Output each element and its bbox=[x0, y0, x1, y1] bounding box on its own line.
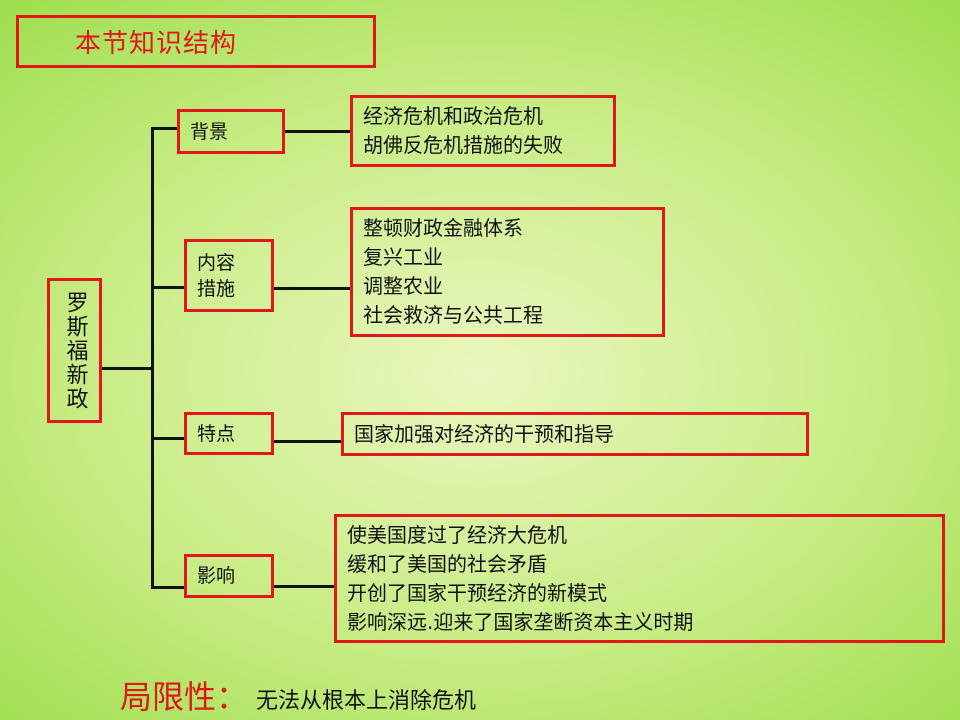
detail-item: 使美国度过了经济大危机 bbox=[347, 522, 567, 547]
category-impact: 影响 bbox=[184, 554, 274, 598]
detail-measures: 整顿财政金融体系 复兴工业 调整农业 社会救济与公共工程 bbox=[350, 207, 665, 337]
branch-line-background bbox=[151, 127, 177, 130]
detail-item: 缓和了美国的社会矛盾 bbox=[347, 551, 547, 576]
detail-line-measures bbox=[274, 287, 350, 290]
detail-item: 调整农业 bbox=[363, 274, 443, 298]
branch-line-features bbox=[151, 437, 184, 440]
category-features-label: 特点 bbox=[197, 422, 236, 445]
limitation-text: 无法从根本上消除危机 bbox=[256, 689, 477, 714]
root-label: 罗斯福新政 bbox=[62, 290, 88, 411]
limitation-row: 局限性： 无法从根本上消除危机 bbox=[120, 672, 476, 718]
category-background-label: 背景 bbox=[190, 120, 229, 143]
category-measures: 内容 措施 bbox=[184, 239, 274, 312]
category-measures-line-1: 内容 bbox=[197, 251, 236, 274]
trunk-line bbox=[151, 127, 154, 589]
branch-line-impact bbox=[151, 586, 184, 589]
category-features: 特点 bbox=[184, 412, 274, 455]
root-node: 罗斯福新政 bbox=[47, 278, 102, 423]
detail-item: 经济危机和政治危机 bbox=[363, 104, 543, 128]
detail-item: 社会救济与公共工程 bbox=[363, 303, 543, 327]
detail-features: 国家加强对经济的干预和指导 bbox=[341, 412, 809, 456]
root-connector bbox=[102, 367, 154, 370]
detail-item: 胡佛反危机措施的失败 bbox=[363, 133, 563, 157]
detail-background: 经济危机和政治危机 胡佛反危机措施的失败 bbox=[350, 95, 616, 167]
detail-line-features bbox=[274, 440, 341, 443]
page-title: 本节知识结构 bbox=[74, 29, 237, 59]
category-background: 背景 bbox=[177, 109, 285, 154]
detail-line-impact bbox=[274, 585, 334, 588]
detail-impact: 使美国度过了经济大危机 缓和了美国的社会矛盾 开创了国家干预经济的新模式 影响深… bbox=[334, 514, 945, 643]
detail-item: 开创了国家干预经济的新模式 bbox=[347, 580, 607, 605]
category-measures-label: 内容 措施 bbox=[197, 250, 235, 302]
detail-item: 整顿财政金融体系 bbox=[363, 216, 523, 240]
category-impact-label: 影响 bbox=[197, 565, 236, 587]
limitation-label: 局限性： bbox=[120, 678, 249, 716]
detail-item: 国家加强对经济的干预和指导 bbox=[354, 421, 614, 446]
branch-line-measures bbox=[151, 286, 184, 289]
detail-item: 影响深远.迎来了国家垄断资本主义时期 bbox=[347, 609, 694, 634]
title-box: 本节知识结构 bbox=[16, 15, 376, 68]
category-measures-line-2: 措施 bbox=[197, 277, 236, 300]
detail-item: 复兴工业 bbox=[363, 245, 443, 269]
detail-line-background bbox=[285, 130, 350, 133]
